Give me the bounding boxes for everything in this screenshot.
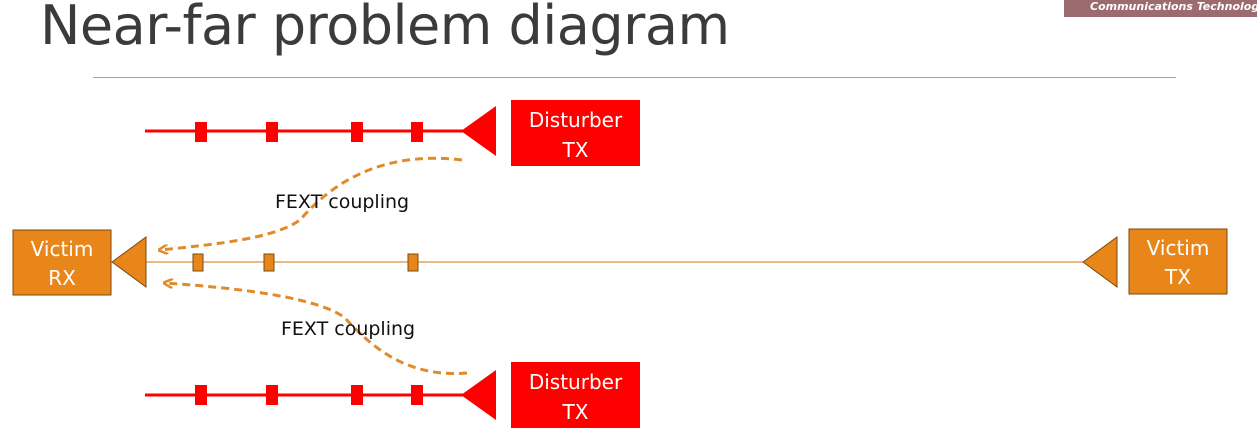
victim-tx-line1: Victim bbox=[1147, 236, 1210, 260]
victim-rx-line1: Victim bbox=[31, 237, 94, 261]
bottom-line-segment-2 bbox=[266, 385, 278, 405]
top-fext-coupling-label: FEXT coupling bbox=[275, 191, 409, 213]
victim-tx-line2: TX bbox=[1164, 265, 1191, 289]
bottom-disturber-line2: TX bbox=[562, 400, 589, 424]
victim-rx-line2: RX bbox=[48, 266, 76, 290]
bottom-fext-coupling-label: FEXT coupling bbox=[281, 318, 415, 340]
bottom-line-segment-3 bbox=[351, 385, 363, 405]
top-line-segment-4 bbox=[411, 122, 423, 142]
victim-rx-triangle bbox=[111, 236, 147, 288]
victim-line bbox=[111, 236, 1118, 288]
bottom-line-segment-1 bbox=[195, 385, 207, 405]
top-line-segment-1 bbox=[195, 122, 207, 142]
brand-bar: Communications Technology bbox=[1064, 0, 1257, 17]
bottom-disturber-triangle bbox=[461, 370, 496, 420]
victim-line-segment-1 bbox=[192, 253, 204, 272]
victim-tx-box: Victim TX bbox=[1128, 228, 1228, 295]
title-divider bbox=[93, 77, 1176, 78]
bottom-fext-coupling-arrow bbox=[165, 283, 468, 375]
top-disturber-line2: TX bbox=[562, 138, 589, 162]
top-line-segment-2 bbox=[266, 122, 278, 142]
victim-line-segment-3 bbox=[407, 253, 419, 272]
bottom-line-segment-4 bbox=[411, 385, 423, 405]
top-fext-coupling-arrow bbox=[160, 156, 463, 250]
page-title: Near-far problem diagram bbox=[40, 0, 730, 57]
bottom-disturber-tx-box: Disturber TX bbox=[511, 362, 640, 428]
top-disturber-line bbox=[145, 106, 496, 156]
bottom-disturber-line bbox=[145, 370, 496, 420]
bottom-disturber-line1: Disturber bbox=[529, 370, 623, 394]
brand-text: Communications Technology bbox=[1090, 0, 1257, 13]
top-disturber-line1: Disturber bbox=[529, 108, 623, 132]
victim-line-segment-2 bbox=[263, 253, 275, 272]
top-line-segment-3 bbox=[351, 122, 363, 142]
top-disturber-triangle bbox=[461, 106, 496, 156]
victim-tx-triangle bbox=[1082, 236, 1118, 288]
victim-rx-box: Victim RX bbox=[12, 229, 112, 296]
top-disturber-tx-box: Disturber TX bbox=[511, 100, 640, 166]
